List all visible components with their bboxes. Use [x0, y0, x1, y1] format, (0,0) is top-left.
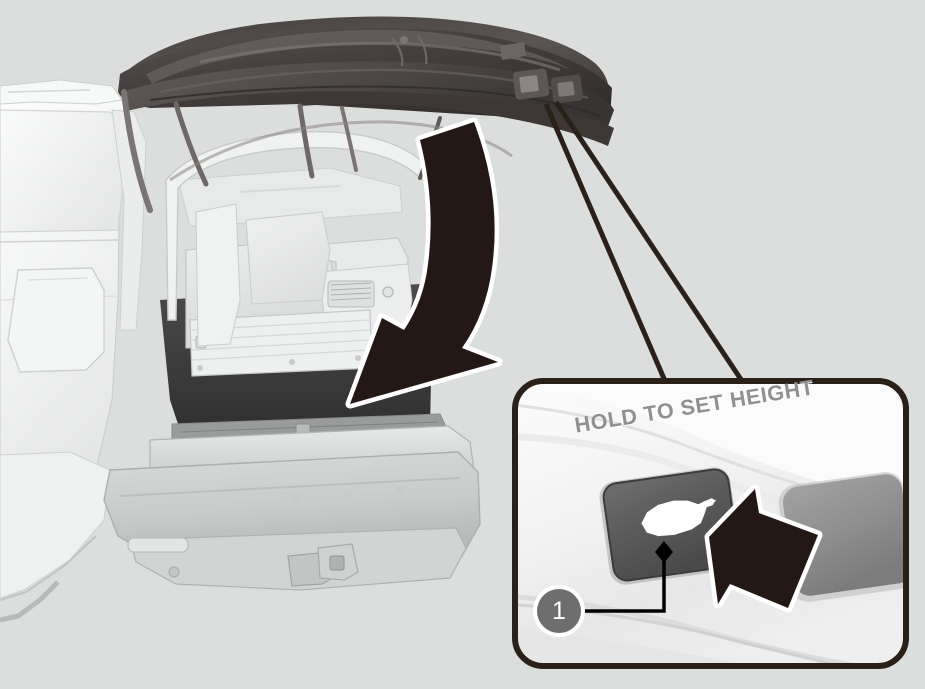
callout-1-badge [533, 585, 585, 637]
rear-side-window [0, 109, 127, 233]
callout-diamond-tip [655, 541, 673, 563]
tailgate-stud-1 [400, 36, 408, 44]
tailgate-lower-lip [300, 93, 614, 146]
body-crease-upper [0, 239, 119, 243]
lower-quarter-panel [0, 451, 111, 599]
tailgate-switch-detail-panel [512, 378, 917, 669]
press-button-arrow [704, 484, 823, 613]
tailgate-strut-mid-2 [340, 106, 358, 172]
tailgate-strut-left-2 [173, 101, 209, 187]
vehicle-illustration [0, 16, 614, 623]
tailgate-strut-mid [297, 103, 315, 179]
interior-pillar-trim [195, 203, 241, 347]
roof-rail [0, 79, 123, 105]
interior-quarter-glass [245, 211, 331, 305]
tailgate-strut-left [121, 89, 153, 213]
tailgate-switch-area [500, 42, 584, 104]
tail-light [7, 267, 105, 373]
bumper-sensor-1 [292, 494, 300, 502]
bumper-reflector [127, 537, 189, 553]
tailgate-highlight-1 [199, 41, 561, 72]
magnifier-leader-lines [543, 100, 745, 383]
tailgate-seam-mid-2 [417, 35, 428, 65]
cover-screw-left [197, 365, 203, 371]
headliner-line [239, 185, 341, 193]
panel-upper-surface [515, 381, 906, 506]
secondary-tailgate-button[interactable] [776, 470, 917, 604]
cover-screw-mid [289, 359, 295, 365]
panel-border [512, 378, 909, 669]
parking-sensor [168, 566, 180, 578]
roof-rail-line [7, 89, 91, 93]
cargo-knob [382, 286, 394, 298]
bumper-sensor-3 [396, 486, 404, 494]
tailgate-open-vehicle-icon [641, 498, 717, 537]
bumper-sensor-2 [344, 490, 352, 498]
tailgate-close-arrow [345, 117, 503, 409]
tailgate-seam-mid [391, 37, 404, 67]
tire-edge [0, 580, 60, 623]
bumper-crease [119, 477, 461, 497]
set-height-button[interactable] [597, 465, 742, 586]
tail-light-line [27, 277, 89, 281]
cover-screw-right [355, 355, 361, 361]
tow-hitch-pin [329, 555, 345, 571]
tailgate-spoiler-ridge [146, 29, 584, 84]
tailgate-shadow-line [149, 85, 601, 117]
cargo-vent-grille [327, 280, 375, 308]
wheel-arch-line [0, 535, 97, 601]
